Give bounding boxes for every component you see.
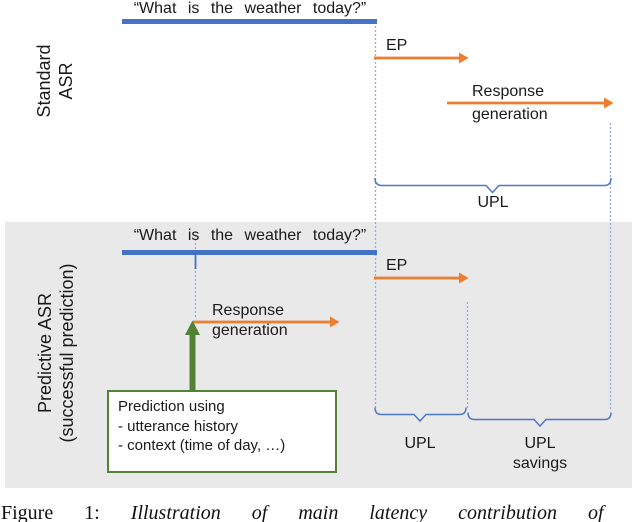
upl-savings-label: UPL savings <box>505 434 575 473</box>
response-generation-label-bottom-line1: Response <box>212 302 285 319</box>
predictive-asr-row-label-line2: (successful prediction) <box>57 263 77 443</box>
upl-label-top: UPL <box>477 194 509 211</box>
speech-timeline-top <box>122 19 377 24</box>
ep-arrow-top-head <box>459 52 469 64</box>
figure-caption: Figure 1: Illustration of main latency c… <box>1 502 632 522</box>
utterance-text-top: “What is the weather today?” <box>133 0 367 17</box>
response-arrow-top-head <box>604 97 614 109</box>
standard-asr-row-label: Standard ASR <box>33 0 77 181</box>
response-generation-label-bottom: Response generation <box>212 301 288 341</box>
response-generation-label-top-line1: Response <box>472 83 545 100</box>
predictive-asr-row-label-line1: Predictive ASR <box>35 292 55 414</box>
utterance-text-bottom: “What is the weather today?” <box>133 227 367 244</box>
standard-asr-row-label-line1: Standard <box>34 44 54 118</box>
figure-caption-text: Illustration of main latency contributio… <box>130 502 604 522</box>
upl-savings-label-line1: UPL <box>524 435 556 452</box>
figure-caption-number: Figure 1: <box>1 502 100 522</box>
predictive-asr-row-label: Predictive ASR (successful prediction) <box>34 253 78 453</box>
upl-savings-label-line2: savings <box>512 454 568 472</box>
prediction-box: Prediction using - utterance history - c… <box>107 390 337 473</box>
prediction-box-item-utterance-history: - utterance history <box>118 417 239 435</box>
ep-label-top: EP <box>386 37 408 54</box>
upl-bracket-top <box>374 177 612 194</box>
prediction-box-title: Prediction using <box>118 398 225 415</box>
response-generation-label-top-line2: generation <box>472 106 548 123</box>
upl-label-bottom: UPL <box>404 435 436 452</box>
response-generation-label-top: Response generation <box>472 80 548 126</box>
response-generation-label-bottom-line2: generation <box>212 322 288 339</box>
speech-timeline-bottom <box>122 250 377 255</box>
standard-asr-row-label-line2: ASR <box>56 62 76 100</box>
ep-label-bottom: EP <box>386 257 408 274</box>
prediction-box-item-context: - context (time of day, …) <box>118 437 286 454</box>
